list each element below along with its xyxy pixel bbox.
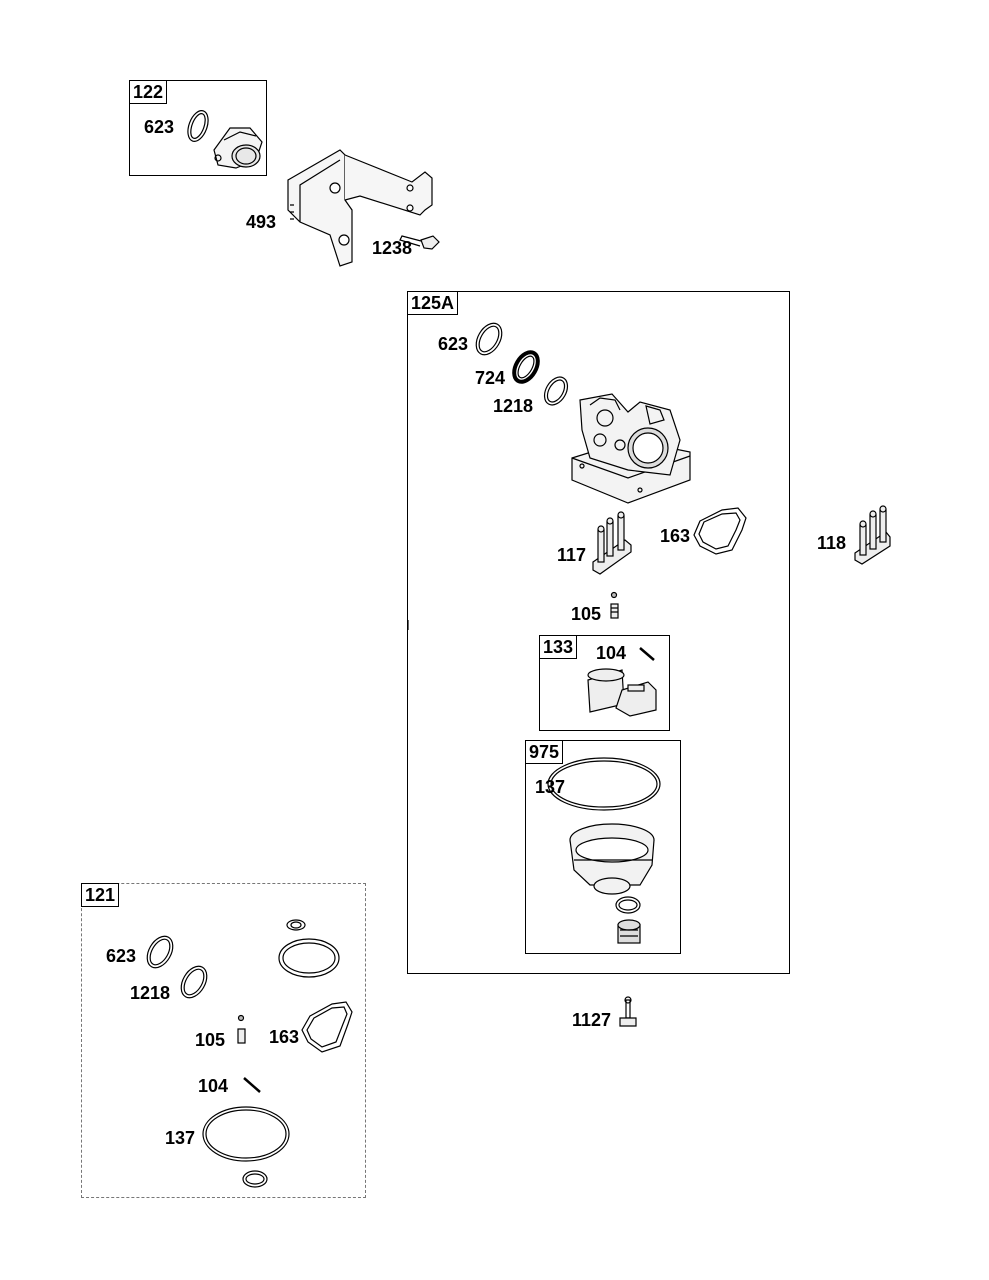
gasket-163-121	[301, 1001, 353, 1053]
part-label-117: 117	[557, 545, 587, 565]
pin-104-133	[639, 647, 655, 661]
part-label-137-121: 137	[165, 1128, 196, 1148]
kit-122-box: 122	[129, 80, 267, 176]
seal-ring-137-975	[547, 757, 661, 811]
part-label-1127: 1127	[572, 1010, 612, 1030]
kit-125a-tag: 125A	[407, 291, 459, 315]
ring-1218-121	[180, 965, 208, 999]
kit-121-tag: 121	[81, 883, 120, 907]
washer-121	[242, 1170, 268, 1188]
part-label-137-975: 137	[535, 777, 566, 797]
ring-724	[512, 350, 540, 384]
jet-105-121	[237, 1014, 246, 1044]
part-label-105-121: 105	[195, 1030, 226, 1050]
part-label-493: 493	[246, 212, 277, 232]
part-label-623-125a: 623	[438, 334, 469, 354]
part-label-1218-121: 1218	[130, 983, 171, 1003]
part-label-1218-125a: 1218	[493, 396, 534, 416]
drain-fitting	[617, 919, 641, 944]
fuel-valve-117	[592, 511, 632, 575]
jet-105-125a	[610, 591, 619, 619]
kit-133-tag: 133	[539, 635, 578, 659]
float-bowl	[569, 823, 655, 895]
part-label-1238: 1238	[372, 238, 413, 258]
kit-975-box: 975	[525, 740, 681, 954]
bolt-1238	[399, 235, 440, 250]
kit-133-box: 133	[539, 635, 670, 731]
fuel-valve-118	[854, 505, 891, 565]
gasket-163-125a	[693, 507, 747, 555]
carburetor-body	[571, 393, 691, 504]
ring-623-top	[187, 110, 209, 142]
part-label-118: 118	[817, 533, 847, 553]
ring-623-121	[146, 935, 174, 969]
kit-121-box: 121	[81, 883, 366, 1198]
small-ring-121	[286, 919, 306, 931]
ring-1218-125a	[543, 376, 569, 406]
large-ring-121	[278, 938, 340, 978]
pin-104-121	[243, 1077, 261, 1093]
seal-ring-137-121	[202, 1106, 290, 1162]
part-label-163-125a: 163	[660, 526, 691, 546]
part-label-163-121: 163	[269, 1027, 300, 1047]
kit-975-tag: 975	[525, 740, 564, 764]
bracket-493	[287, 149, 433, 267]
bolt-1127	[619, 996, 637, 1027]
float	[587, 668, 657, 717]
part-label-104-121: 104	[198, 1076, 229, 1096]
part-label-623-121: 623	[106, 946, 137, 966]
adapter-fitting	[213, 127, 263, 169]
kit-122-tag: 122	[129, 80, 168, 104]
part-label-104-133: 104	[596, 643, 627, 663]
part-label-724: 724	[475, 368, 506, 388]
part-label-623-top: 623	[144, 117, 175, 137]
ring-623-125a	[475, 322, 503, 356]
part-label-105-125a: 105	[571, 604, 602, 624]
bowl-washer	[615, 896, 641, 914]
kit-125a-box: 125A	[407, 291, 790, 974]
